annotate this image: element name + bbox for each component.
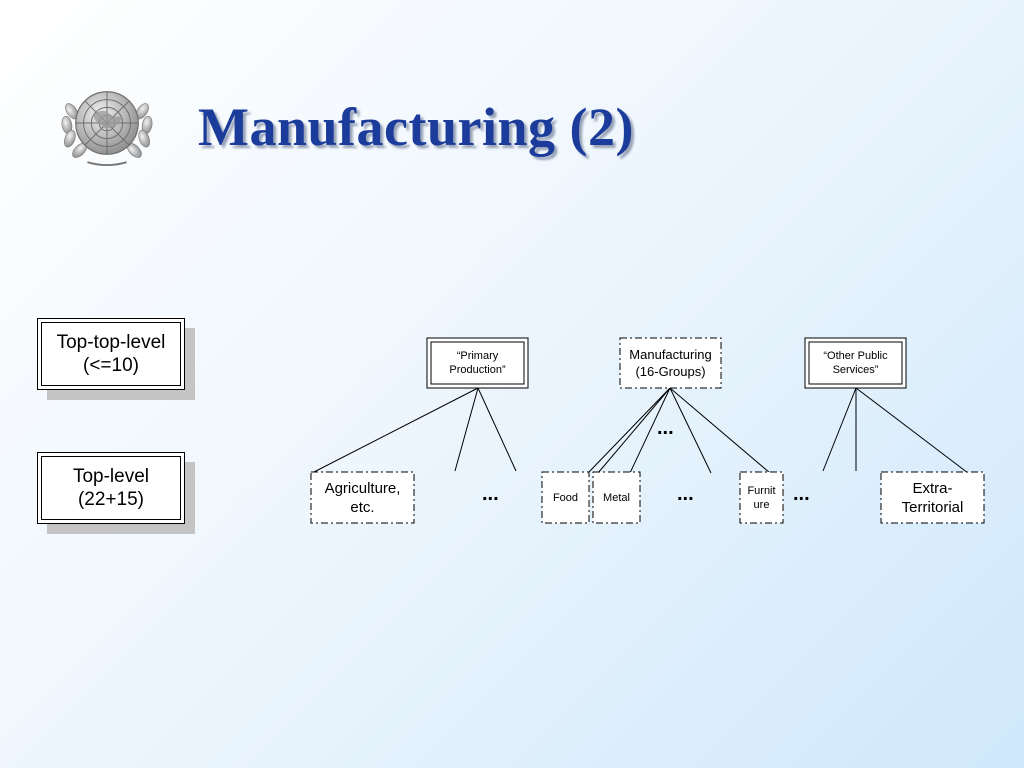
un-emblem-icon (61, 91, 153, 167)
legend-top-top-level-label: Top-top-level (<=10) (56, 332, 166, 376)
node-furniture-label: Furnit ure (747, 484, 776, 511)
ellipsis-services: ... (793, 483, 810, 505)
legend-top-level: Top-level (22+15) (37, 452, 185, 524)
node-furniture (739, 471, 784, 524)
node-manufacturing-label: Manufacturing (16-Groups) (629, 347, 712, 379)
node-extra-territorial-label: Extra- Territorial (901, 479, 964, 516)
connector-lines (311, 387, 969, 474)
node-primary-production (426, 337, 529, 389)
node-manufacturing (619, 337, 722, 389)
ellipsis-manufacturing: ... (657, 417, 674, 439)
slide-title: Manufacturing (2) (198, 97, 634, 157)
node-other-public-services (804, 337, 907, 389)
ellipsis-primary: ... (482, 483, 499, 505)
node-other-public-services-label: “Other Public Services” (823, 350, 888, 376)
node-metal (592, 471, 641, 524)
node-primary-production-label: “Primary Production” (449, 350, 506, 376)
node-agriculture-label: Agriculture, etc. (324, 479, 401, 516)
node-extra-territorial (880, 471, 985, 524)
ellipsis-groups: ... (677, 483, 694, 505)
node-food (541, 471, 590, 524)
legend-top-level-label: Top-level (22+15) (72, 466, 150, 510)
node-metal-label: Metal (603, 491, 630, 504)
node-food-label: Food (552, 491, 579, 504)
legend-top-top-level: Top-top-level (<=10) (37, 318, 185, 390)
node-agriculture (310, 471, 415, 524)
